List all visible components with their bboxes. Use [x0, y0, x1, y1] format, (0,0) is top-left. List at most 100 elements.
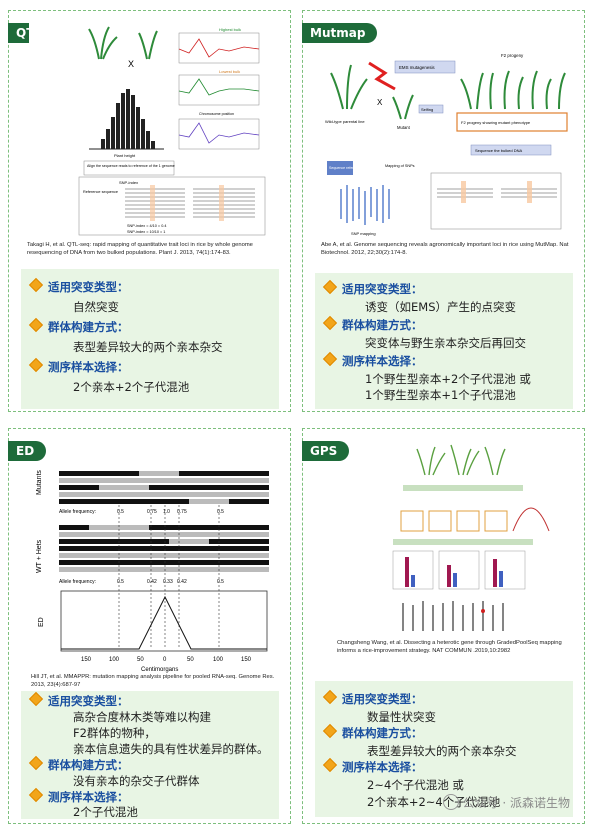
info-value: 表型差异较大的两个亲本杂交 — [367, 744, 517, 758]
qtl-info: 适用突变类型： 自然突变 群体构建方式： 表型差异较大的两个亲本杂交 测序样本选… — [21, 269, 279, 409]
info-value: 表型差异较大的两个亲本杂交 — [73, 340, 223, 354]
diamond-icon — [28, 357, 44, 373]
ed-info: 适用突变类型： 高杂合度林木类等难以构建 F2群体的物种， 亲本信息遗失的具有性… — [21, 691, 279, 819]
ed-centimorgans: Centimorgans — [141, 667, 178, 673]
ed-mutants-label: Mutants — [36, 470, 43, 495]
qtl-caption: Takagi H, et al. QTL-seq: rapid mapping … — [27, 242, 253, 256]
mutmap-diagram: EMS mutagenesis F2 progeny Wild-type par… — [325, 53, 568, 236]
info-header: 测序样本选择： — [322, 757, 423, 775]
mutmap-info: 适用突变类型： 诱变（如EMS）产生的点突变 群体构建方式： 突变体与野生亲本杂… — [315, 273, 573, 409]
mutmap-selfing: Selfing — [421, 107, 433, 112]
diamond-icon — [28, 277, 44, 293]
ed-freq-top: 0.5 — [117, 509, 124, 515]
diamond-icon — [28, 787, 44, 803]
qtl-reference-sequence: Reference sequence — [83, 190, 118, 194]
ed-figure: Mutants Allele frequency: 0.5 0.75 1.0 0… — [29, 469, 275, 675]
info-header: 适用突变类型： — [28, 277, 129, 295]
mutmap-bulked: Sequence the bulked DNA — [475, 148, 522, 153]
info-value: F2群体的物种， — [73, 726, 156, 740]
ed-freq-top: 0.75 — [177, 509, 187, 515]
mutmap-caption: Abe A, et al. Genome sequencing reveals … — [321, 242, 569, 256]
info-value: 突变体与野生亲本杂交后再回交 — [365, 336, 526, 350]
ed-freq-top: 1.0 — [163, 509, 170, 515]
info-value: 数量性状突变 — [367, 710, 436, 724]
info-value: 2个亲本+2个子代混池 — [73, 380, 190, 394]
mutmap-snp-mapping: SNP mapping — [351, 231, 376, 236]
ed-axis-label: ED — [38, 617, 45, 627]
info-header: 群体构建方式： — [322, 315, 423, 333]
diamond-icon — [322, 757, 338, 773]
wechat-icon — [442, 794, 459, 810]
diamond-icon — [322, 279, 338, 295]
diamond-icon — [322, 689, 338, 705]
diamond-icon — [28, 691, 44, 707]
mutmap-f2-mutant: F2 progeny showing mutant phenotype — [461, 120, 531, 125]
ed-tick: 50 — [137, 657, 144, 663]
mutmap-cross: X — [377, 98, 383, 107]
info-header: 适用突变类型： — [322, 279, 423, 297]
mutmap-wild-type: Wild-type parental line — [325, 119, 365, 124]
ed-freq-bottom: 0.5 — [117, 579, 124, 585]
panel-gps: GPS — [302, 428, 585, 824]
mutmap-figure: EMS mutagenesis F2 progeny Wild-type par… — [321, 49, 573, 241]
mutmap-mutant: Mutant — [397, 125, 411, 130]
gps-figure — [363, 435, 563, 635]
gps-caption: Changsheng Wang, et al. Dissecting a het… — [337, 640, 562, 654]
qtl-snp-index: SNP-index — [119, 180, 138, 185]
diamond-icon — [322, 723, 338, 739]
qtl-figure: X Plant height Align the sequence reads … — [29, 19, 273, 241]
panel-tag-mutmap: Mutmap — [302, 23, 378, 43]
mutmap-reference: Sequence reference — [329, 166, 361, 170]
panel-ed: ED Mutants Allele frequency: 0.5 0.75 1.… — [8, 428, 291, 824]
ed-tick: 100 — [213, 657, 224, 663]
ed-tick: 150 — [241, 657, 252, 663]
qtl-diagram: X Plant height Align the sequence reads … — [78, 26, 266, 236]
info-value: 诱变（如EMS）产生的点突变 — [365, 300, 516, 314]
qtl-plant-height: Plant height — [114, 153, 136, 158]
diamond-icon — [28, 755, 44, 771]
qtl-snp-b: SNP-index = 10/10 = 1 — [127, 230, 165, 234]
qtl-chromosome-position: Chromosome position — [199, 112, 234, 116]
gps-diagram — [392, 444, 550, 631]
ed-tick: 0 — [163, 657, 167, 663]
info-value: 2个子代混池 — [73, 805, 138, 819]
info-value: 亲本信息遗失的具有性状差异的群体。 — [73, 742, 269, 756]
info-header: 测序样本选择： — [28, 787, 129, 805]
ed-wt-hets-label: WT + Hets — [36, 539, 43, 573]
info-header: 适用突变类型： — [322, 689, 423, 707]
plant-icon — [88, 26, 158, 60]
qtl-lowest-bulk: Lowest bulk — [219, 69, 240, 74]
panel-tag-ed: ED — [8, 441, 47, 461]
info-value: 没有亲本的杂交子代群体 — [73, 774, 200, 788]
info-header: 群体构建方式： — [28, 317, 129, 335]
ed-diagram: Mutants Allele frequency: 0.5 0.75 1.0 0… — [36, 470, 269, 673]
info-header: 适用突变类型： — [28, 691, 129, 709]
mutmap-f2-progeny: F2 progeny — [501, 53, 524, 58]
ed-tick: 50 — [187, 657, 194, 663]
ed-freq-bottom: 0.33 — [163, 579, 173, 585]
qtl-highest-bulk: Highest bulk — [219, 27, 241, 32]
qtl-cross-label: X — [128, 59, 134, 69]
info-value: 2个亲本+2~4个子代混池 — [367, 795, 501, 809]
info-header: 群体构建方式： — [28, 755, 129, 773]
qtl-snp-a: SNP-index = 4/10 = 0.4 — [127, 224, 166, 228]
info-value: 2~4个子代混池 或 — [367, 778, 464, 792]
panel-qtl: QTL X Plant height Align the sequence re… — [8, 10, 291, 412]
ed-allele-frequency-top: Allele frequency: — [59, 509, 96, 515]
info-value: 1个野生型亲本+2个子代混池 或 — [365, 372, 531, 386]
info-value: 1个野生型亲本+1个子代混池 — [365, 388, 516, 402]
panel-mutmap: Mutmap EMS mutagenesis F2 progeny Wild-t… — [302, 10, 585, 412]
ed-freq-top: 0.75 — [147, 509, 157, 515]
diamond-icon — [28, 317, 44, 333]
ed-freq-top: 0.5 — [217, 509, 224, 515]
ed-freq-bottom: 0.42 — [147, 579, 157, 585]
info-header: 群体构建方式： — [322, 723, 423, 741]
mutmap-ems: EMS mutagenesis — [399, 65, 435, 70]
ed-freq-bottom: 0.5 — [217, 579, 224, 585]
diamond-icon — [322, 351, 338, 367]
watermark: 公众号 · 派森诺生物 — [442, 794, 570, 811]
ed-tick: 150 — [81, 657, 92, 663]
info-value: 高杂合度林木类等难以构建 — [73, 710, 211, 724]
watermark-text: 公众号 · 派森诺生物 — [462, 796, 570, 810]
mutmap-mapping: Mapping of SNPs — [385, 164, 415, 168]
